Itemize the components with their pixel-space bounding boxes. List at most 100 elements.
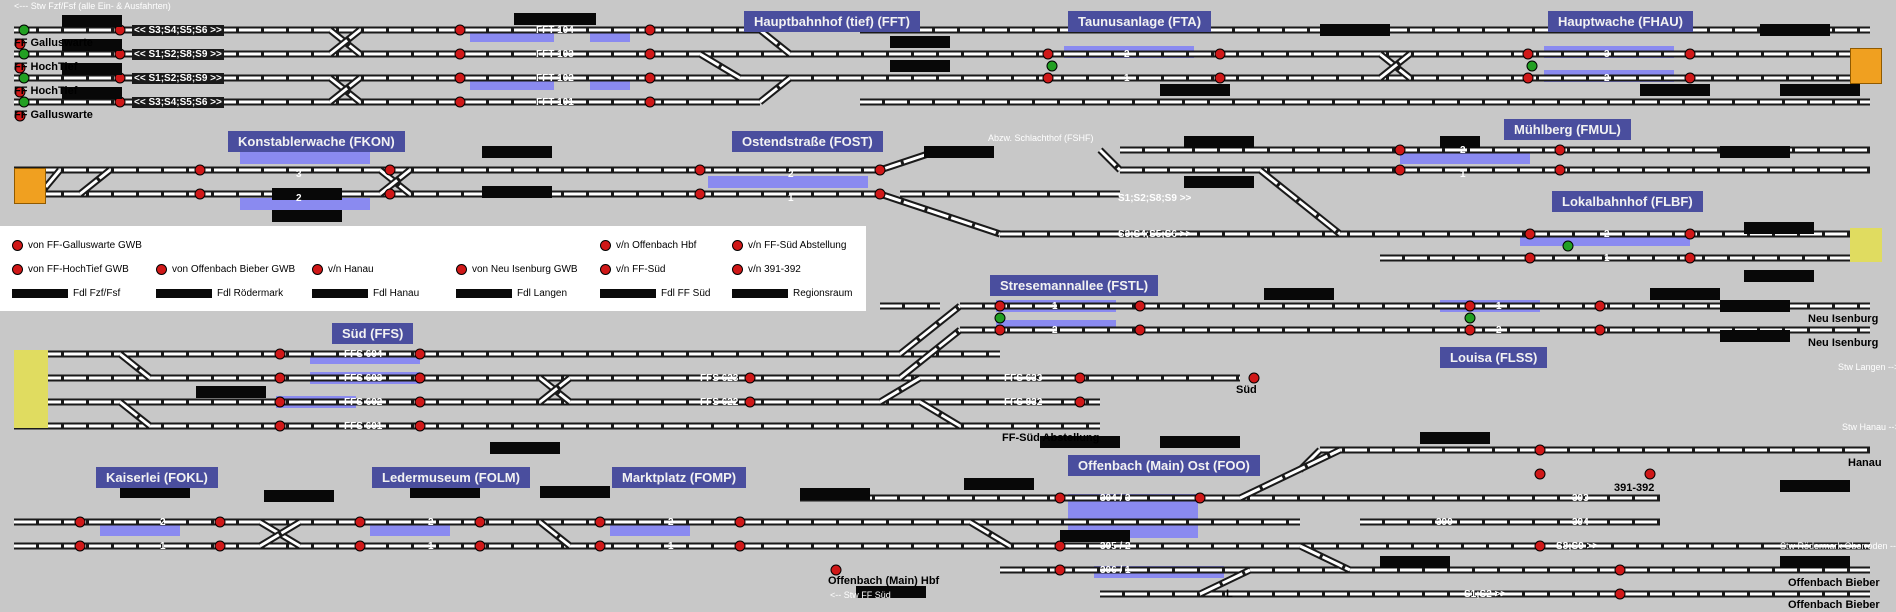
signal[interactable] [454,48,466,60]
signal[interactable] [1534,444,1546,456]
signal[interactable] [274,396,286,408]
signal[interactable] [1214,48,1226,60]
signal[interactable] [1684,48,1696,60]
signal[interactable] [74,516,86,528]
signal[interactable] [1526,60,1538,72]
signal[interactable] [354,540,366,552]
signal[interactable] [14,110,26,122]
signal[interactable] [1562,240,1574,252]
endpoint-hanau[interactable]: Hanau [1848,457,1882,469]
signal[interactable] [14,38,26,50]
signal[interactable] [14,62,26,74]
signal[interactable] [1554,164,1566,176]
signal[interactable] [354,516,366,528]
signal[interactable] [644,48,656,60]
signal[interactable] [274,372,286,384]
endpoint-hochtief-2[interactable]: FF HochTief [14,85,78,97]
stw-hanau-note[interactable]: Stw Hanau --> [1842,422,1896,432]
signal[interactable] [18,96,30,108]
signal[interactable] [414,396,426,408]
signal[interactable] [644,72,656,84]
stw-langen-note[interactable]: Stw Langen --> [1838,362,1896,372]
boundary-block[interactable] [14,350,48,428]
signal[interactable] [734,540,746,552]
signal[interactable] [1074,372,1086,384]
signal[interactable] [744,372,756,384]
signal[interactable] [1134,324,1146,336]
signal[interactable] [18,24,30,36]
signal[interactable] [1464,312,1476,324]
signal[interactable] [644,24,656,36]
signal[interactable] [414,420,426,432]
signal[interactable] [594,540,606,552]
signal[interactable] [1134,300,1146,312]
endpoint-offenbach-bieber-2[interactable]: Offenbach Bieber [1788,599,1880,611]
boundary-block[interactable] [1850,48,1882,84]
signal[interactable] [474,516,486,528]
boundary-block[interactable] [14,168,46,204]
endpoint-offenbach-hbf[interactable]: Offenbach (Main) Hbf [828,575,940,587]
stw-roedermark-note[interactable]: Stw Rödermark Oberroden --> [1780,541,1896,551]
signal[interactable] [1054,564,1066,576]
signal[interactable] [1554,144,1566,156]
signal[interactable] [1524,228,1536,240]
signal[interactable] [1394,144,1406,156]
signal[interactable] [874,188,886,200]
signal[interactable] [1214,72,1226,84]
signal[interactable] [274,420,286,432]
signal[interactable] [1534,468,1546,480]
signal[interactable] [414,372,426,384]
signal[interactable] [830,564,842,576]
signal[interactable] [1074,396,1086,408]
signal[interactable] [1522,72,1534,84]
signal[interactable] [1054,492,1066,504]
signal[interactable] [1054,540,1066,552]
endpoint-391-392[interactable]: 391-392 [1614,482,1655,494]
signal[interactable] [474,540,486,552]
endpoint-galluswarte-1[interactable]: FF Galluswarte [14,37,93,49]
signal[interactable] [384,188,396,200]
signal[interactable] [1684,252,1696,264]
signal[interactable] [194,188,206,200]
signal[interactable] [18,72,30,84]
signal[interactable] [1042,72,1054,84]
signal[interactable] [74,540,86,552]
signal[interactable] [14,86,26,98]
endpoint-ffsued-abstellung[interactable]: FF-Süd Abstellung [1002,432,1100,444]
signal[interactable] [1684,228,1696,240]
stw-ffsued-note[interactable]: <-- Stw FF Süd [830,590,891,600]
signal[interactable] [994,324,1006,336]
signal[interactable] [1594,300,1606,312]
endpoint-neu-isenburg-1[interactable]: Neu Isenburg [1808,313,1879,325]
stw-fzf-note[interactable]: <--- Stw Fzf/Fsf (alle Ein- & Ausfahrten… [14,1,171,11]
signal[interactable] [1534,540,1546,552]
signal[interactable] [1394,164,1406,176]
signal[interactable] [454,72,466,84]
signal[interactable] [454,96,466,108]
signal[interactable] [644,96,656,108]
signal[interactable] [994,312,1006,324]
signal[interactable] [1614,564,1626,576]
signal[interactable] [214,516,226,528]
signal[interactable] [1684,72,1696,84]
signal[interactable] [1614,588,1626,600]
signal[interactable] [1644,468,1656,480]
boundary-block[interactable] [1850,228,1882,262]
signal[interactable] [1524,252,1536,264]
signal[interactable] [1594,324,1606,336]
signal[interactable] [744,396,756,408]
signal[interactable] [1194,492,1206,504]
signal[interactable] [1248,372,1260,384]
endpoint-galluswarte-2[interactable]: FF Galluswarte [14,109,93,121]
signal[interactable] [414,348,426,360]
signal[interactable] [384,164,396,176]
signal[interactable] [214,540,226,552]
signal[interactable] [694,164,706,176]
signal[interactable] [1464,300,1476,312]
endpoint-hochtief-1[interactable]: FF HochTief [14,61,78,73]
signal[interactable] [594,516,606,528]
endpoint-sued[interactable]: Süd [1236,384,1257,396]
signal[interactable] [734,516,746,528]
signal[interactable] [1046,60,1058,72]
signal[interactable] [194,164,206,176]
